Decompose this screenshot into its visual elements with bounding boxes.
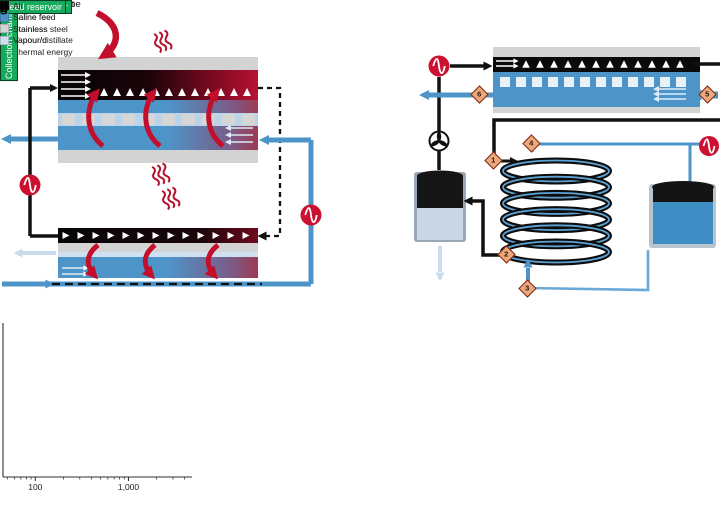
legend-label: Saline fee <box>13 12 51 23</box>
legend-label: Vapour/distillate <box>13 35 73 46</box>
legend-label: Stainless steel <box>13 23 68 34</box>
legend-swatch <box>0 1 9 11</box>
schematic-canvas <box>1 10 720 292</box>
legend-swatch <box>0 35 9 45</box>
partial-panel-h-letter: h <box>0 0 8 15</box>
svg-text:100: 100 <box>28 482 42 492</box>
legend-item: Saline fee <box>0 12 51 24</box>
feed-reservoir-label: Feed reservoir <box>0 0 67 14</box>
legend-label: Thermal energy <box>13 46 73 57</box>
svg-text:1,000: 1,000 <box>118 482 140 492</box>
legend-item: Vapour/d <box>0 35 51 47</box>
legend-swatch <box>0 12 9 22</box>
panel-e-letter: e <box>0 0 8 15</box>
legend-label: Stainless <box>13 23 48 34</box>
legend-item: Air <box>0 0 51 12</box>
legend-label: Vapour/d <box>13 35 47 46</box>
legend-label: Saline feed <box>13 12 56 23</box>
panel-d-letter: d <box>0 0 8 15</box>
legend-item: Stainless <box>0 23 51 35</box>
legend-label: Air <box>13 0 24 11</box>
partial-panel-g-letter: g <box>0 0 8 15</box>
legend-swatch <box>0 24 9 34</box>
